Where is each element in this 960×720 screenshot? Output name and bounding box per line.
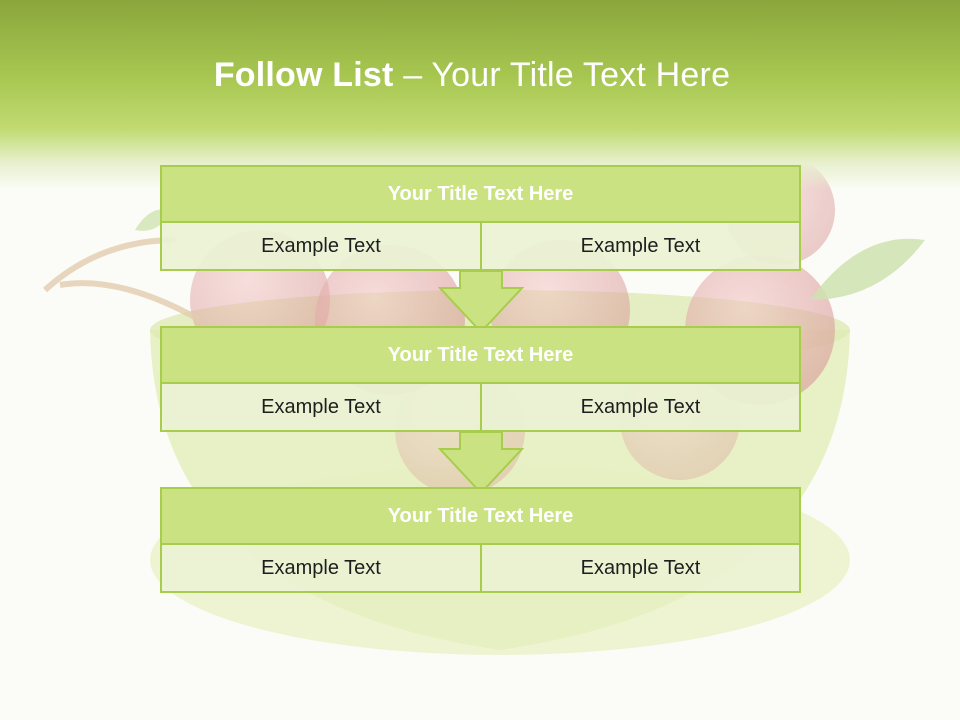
title-rest-part: – Your Title Text Here: [393, 56, 731, 94]
list-step-3: Your Title Text Here Example Text Exampl…: [160, 487, 801, 593]
step-title: Your Title Text Here: [162, 328, 799, 384]
step-cell-right: Example Text: [580, 234, 701, 257]
header-band: [0, 0, 960, 190]
page-title: Follow List – Your Title Text Here: [0, 56, 944, 95]
title-bold-part: Follow List: [213, 56, 394, 94]
step-title: Your Title Text Here: [162, 167, 799, 223]
step-cell-left: Example Text: [162, 545, 482, 591]
step-cell-right: Example Text: [580, 395, 701, 418]
down-arrow-icon: [438, 431, 524, 495]
list-step-2: Your Title Text Here Example Text Exampl…: [160, 326, 801, 432]
list-step-1: Your Title Text Here Example Text Exampl…: [160, 165, 801, 271]
step-cell-left: Example Text: [162, 223, 482, 269]
step-cell-left: Example Text: [162, 384, 482, 430]
step-title: Your Title Text Here: [162, 489, 799, 545]
step-cell-right: Example Text: [580, 556, 701, 579]
down-arrow-icon: [438, 270, 524, 334]
